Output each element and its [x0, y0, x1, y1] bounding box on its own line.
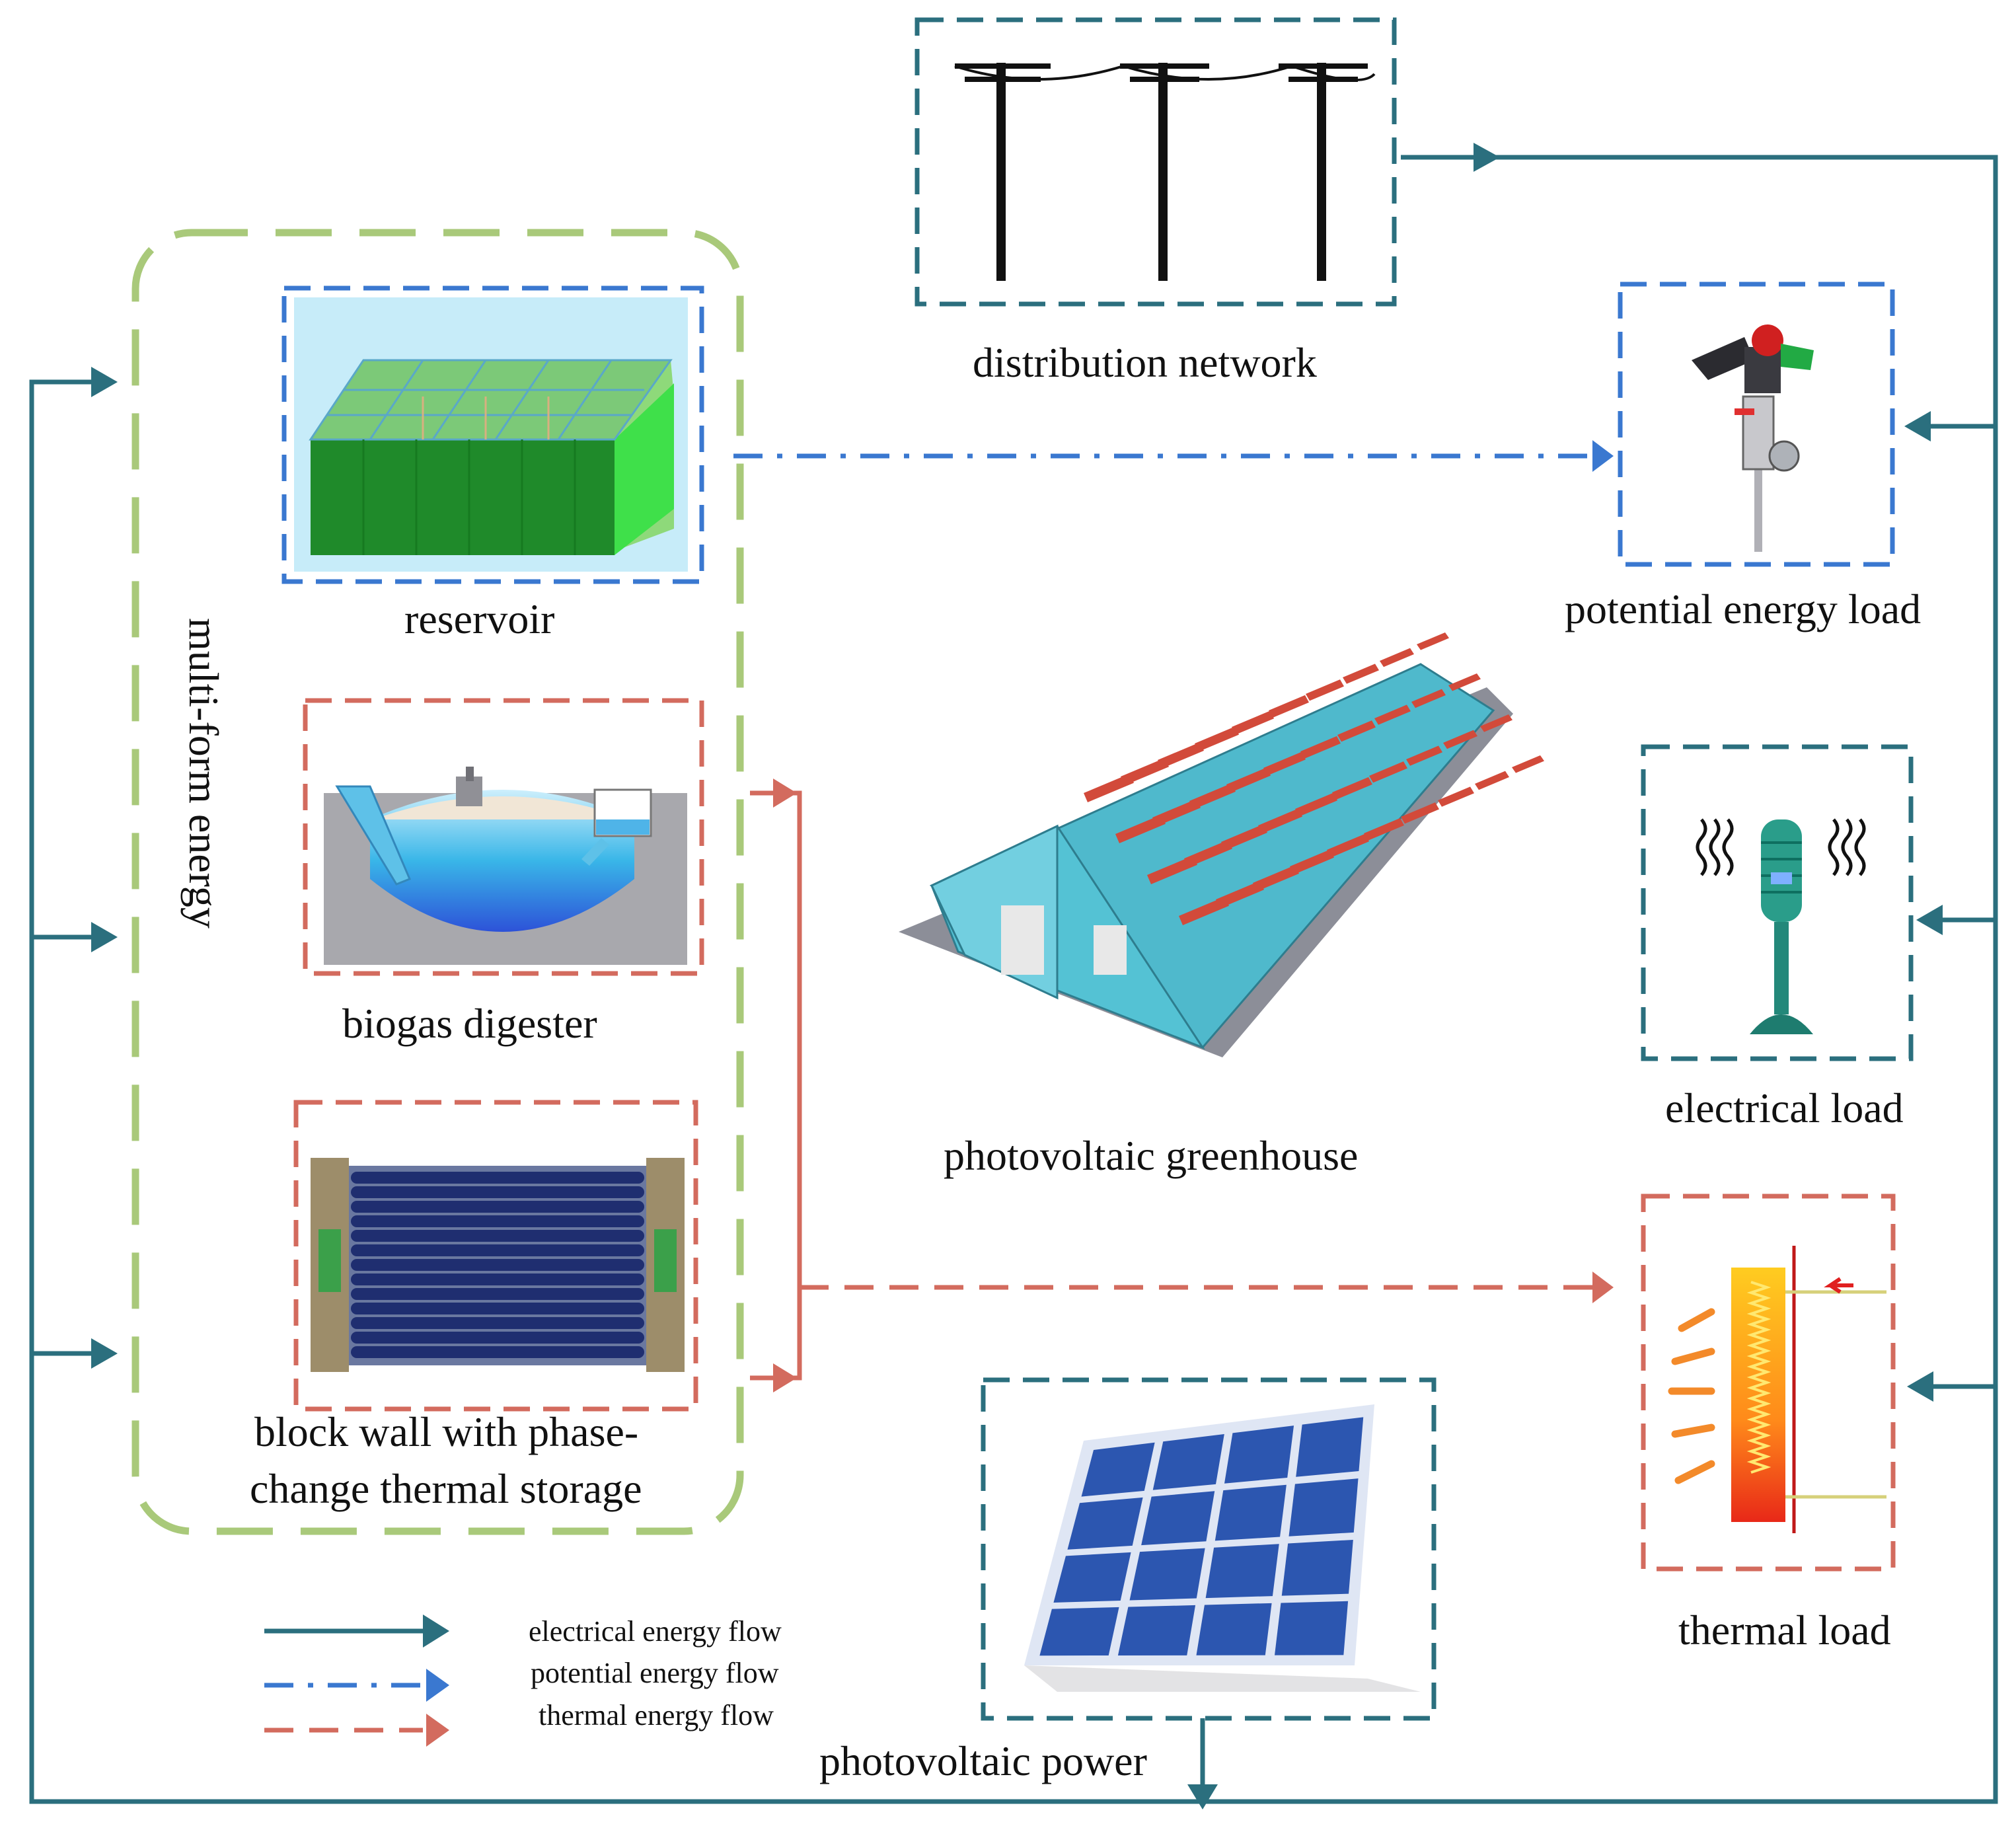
solar-cell [1205, 1544, 1279, 1599]
greenhouse-pv-panel [1221, 824, 1267, 851]
legend-potential-label: potential energy flow [531, 1657, 779, 1689]
photovoltaic-power-label: photovoltaic power [819, 1737, 1147, 1784]
electrical-flow-lines [29, 155, 1998, 1804]
potential-energy-load-box [1618, 282, 1895, 567]
potential-energy-load-label: potential energy load [1565, 586, 1922, 632]
greenhouse-pv-panel [1306, 679, 1344, 701]
greenhouse-pv-panel [1195, 726, 1239, 752]
greenhouse-pv-panel [1512, 755, 1544, 773]
greenhouse-pv-panel [1216, 880, 1264, 909]
greenhouse-pv-panel [1263, 751, 1306, 776]
greenhouse-pv-panel [1401, 802, 1439, 824]
greenhouse-pv-panel [1189, 783, 1236, 810]
thermal-wall-image [1668, 1246, 1886, 1533]
solar-cell [1281, 1539, 1353, 1596]
greenhouse-pv-panel [1226, 767, 1271, 793]
reservoir-box [281, 285, 704, 584]
greenhouse-pv-panel [1380, 648, 1414, 667]
greenhouse-pv-panel [1152, 798, 1201, 827]
greenhouse-pv-panel [1448, 673, 1481, 691]
greenhouse-pv-panel [1121, 757, 1169, 786]
thermal-flow-arrowheads [773, 779, 1614, 1392]
block-wall-label-line2: change thermal storage [250, 1465, 642, 1512]
legend-electrical-label: electrical energy flow [529, 1615, 782, 1648]
solar-cell [1224, 1425, 1294, 1484]
legend-thermal-label: thermal energy flow [539, 1699, 774, 1731]
electrical-flow-arrowheads [91, 143, 1943, 1809]
block-wall-label-line1: block wall with phase- [254, 1408, 639, 1455]
greenhouse-pv-panel [1300, 736, 1341, 759]
greenhouse-pv-panel [1343, 664, 1379, 684]
photovoltaic-greenhouse-image [899, 632, 1544, 1057]
electrical-load-label: electrical load [1665, 1084, 1904, 1131]
solar-cell [1214, 1484, 1287, 1541]
greenhouse-pv-panel [1443, 730, 1477, 749]
solar-cell [1053, 1552, 1131, 1603]
greenhouse-pv-panel [1364, 817, 1404, 841]
block-wall-image [311, 1158, 685, 1372]
greenhouse-pv-panel [1084, 773, 1134, 802]
solar-cell [1039, 1607, 1119, 1656]
solar-panel-image [1024, 1404, 1421, 1692]
greenhouse-pv-panel [1269, 695, 1309, 718]
legend-thermal-line [264, 1714, 449, 1747]
power-poles-image [954, 63, 1376, 281]
greenhouse-pv-panel [1337, 720, 1376, 742]
electrical-load-box [1641, 744, 1914, 1061]
greenhouse-pv-panel [1253, 865, 1299, 892]
reservoir-image [294, 297, 688, 572]
legend-electrical-line [264, 1615, 449, 1648]
thermal-load-label: thermal load [1678, 1607, 1891, 1653]
solar-cell [1081, 1442, 1155, 1497]
solar-cell [1288, 1478, 1359, 1537]
greenhouse-pv-panel [1417, 632, 1449, 650]
greenhouse-pv-panel [1147, 855, 1197, 884]
photovoltaic-greenhouse-label: photovoltaic greenhouse [944, 1132, 1359, 1179]
greenhouse-pv-panel [1411, 689, 1446, 708]
multi-form-energy-group [131, 229, 744, 1535]
greenhouse-pv-panel [1232, 710, 1274, 735]
greenhouse-pv-panel [1438, 786, 1474, 807]
legend-potential-line [264, 1669, 449, 1702]
greenhouse-pv-panel [1179, 896, 1229, 925]
distribution-network-label: distribution network [973, 339, 1317, 386]
photovoltaic-power-box [981, 1377, 1437, 1721]
solar-cell [1196, 1603, 1272, 1655]
greenhouse-pv-panel [1480, 714, 1512, 732]
potential-flow-line [733, 440, 1614, 472]
greenhouse-pv-panel [1184, 839, 1232, 868]
reservoir-label: reservoir [404, 595, 555, 642]
solar-cell [1152, 1433, 1224, 1490]
biogas-digester-image [322, 714, 689, 968]
solar-cell [1117, 1605, 1196, 1655]
greenhouse-pv-panel [1115, 814, 1166, 843]
greenhouse-pv-panel [1475, 771, 1509, 790]
greenhouse-pv-panel [1369, 761, 1407, 783]
greenhouse-pv-panel [1290, 849, 1334, 875]
greenhouse-pv-panel [1406, 745, 1442, 766]
solar-cell [1129, 1548, 1205, 1601]
legend [264, 1615, 449, 1747]
solar-cell [1067, 1497, 1143, 1550]
electric-heater-image [1696, 818, 1866, 1034]
thermal-load-box [1641, 1194, 1896, 1572]
greenhouse-pv-panel [1332, 777, 1372, 800]
multi-form-energy-label: multi-form energy [180, 618, 227, 929]
greenhouse-pv-panel [1327, 833, 1369, 858]
solar-cell [1296, 1417, 1364, 1477]
distribution-network-box [915, 17, 1397, 307]
greenhouse-pv-panel [1374, 704, 1411, 725]
block-wall-box [293, 1100, 698, 1412]
biogas-digester-box [303, 698, 704, 976]
greenhouse-pv-panel [1158, 742, 1204, 769]
sprinkler-image [1692, 324, 1814, 552]
biogas-digester-label: biogas digester [342, 1000, 597, 1047]
greenhouse-pv-panel [1258, 808, 1302, 834]
solar-cell [1141, 1491, 1215, 1546]
solar-cell [1275, 1601, 1349, 1655]
greenhouse-pv-panel [1295, 792, 1337, 817]
